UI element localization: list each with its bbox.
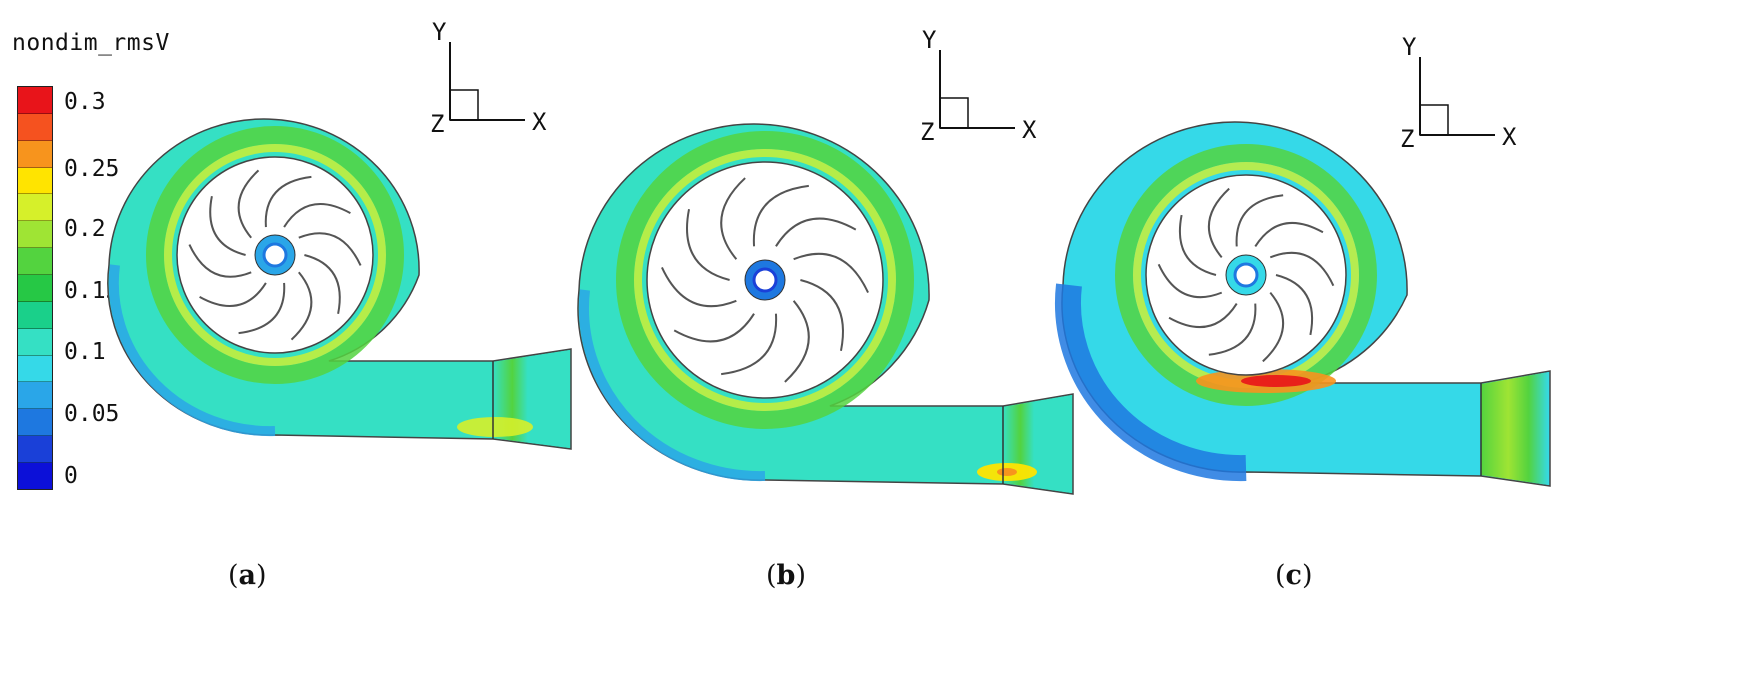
impeller-blade <box>1235 194 1284 247</box>
axis-triad: Y X Z <box>1400 33 1517 153</box>
impeller-blade <box>1254 221 1324 248</box>
impeller-blade <box>199 282 267 307</box>
impeller-blade <box>209 196 246 256</box>
hotspot-core <box>1241 375 1311 387</box>
legend-swatch <box>18 328 52 356</box>
legend-swatch <box>18 355 52 383</box>
volute-wall-band <box>1054 283 1247 482</box>
impeller-blade <box>283 203 351 228</box>
hotspot-core <box>997 468 1017 476</box>
axis-y-label: Y <box>432 18 447 46</box>
legend-tick-0: 0 <box>64 463 78 489</box>
impeller-blade <box>1178 214 1217 276</box>
axis-z-box <box>939 97 969 129</box>
legend-swatch <box>18 87 52 114</box>
legend-swatch <box>18 248 52 276</box>
legend-tick-0-15: 0.15 <box>64 278 120 304</box>
impeller-ring-band <box>616 131 914 429</box>
impeller-blade <box>800 279 844 351</box>
axis-triad: Y X Z <box>920 26 1037 146</box>
impeller-blade <box>661 266 737 308</box>
legend-swatch <box>18 221 52 249</box>
volute-wall-band <box>578 289 766 482</box>
impeller-blade <box>188 244 252 278</box>
legend-tick-0-1: 0.1 <box>64 339 106 365</box>
impeller-blade <box>721 313 778 376</box>
impeller-blade <box>298 232 362 266</box>
impeller-blade <box>1157 263 1223 299</box>
hotspot <box>457 417 533 437</box>
impeller-blade <box>1208 187 1230 259</box>
impeller-blade <box>237 169 260 239</box>
legend-swatch <box>18 140 52 168</box>
axis-x-label: X <box>532 108 547 136</box>
hub-bore <box>262 242 288 268</box>
impeller-blade <box>1208 303 1257 356</box>
impeller-blade <box>1168 302 1238 329</box>
axis-y-label: Y <box>1402 33 1417 61</box>
legend-swatch <box>18 194 52 222</box>
impeller-ring-inner <box>164 144 386 366</box>
impeller-ring-inner <box>634 149 896 411</box>
impeller-blade <box>1269 251 1335 287</box>
impeller-blade <box>290 271 313 341</box>
volute-wall-band <box>108 264 276 437</box>
impeller-ring-band <box>1115 144 1377 406</box>
axis-x-label: X <box>1022 116 1037 144</box>
legend-swatch <box>18 167 52 195</box>
impeller-blade <box>673 313 755 343</box>
impeller-blade <box>1262 291 1284 363</box>
axis-z-box <box>449 89 479 121</box>
axis-z-label: Z <box>430 110 444 138</box>
legend-tick-0-3: 0.3 <box>64 89 106 115</box>
axis-z-label: Z <box>920 118 934 146</box>
impeller-blade <box>264 175 312 228</box>
diffuser-field <box>1481 372 1549 485</box>
hub-bore <box>752 267 778 293</box>
axis-y-label: Y <box>922 26 937 54</box>
impeller-blade <box>304 254 341 314</box>
impeller-blade <box>720 177 746 260</box>
pump-panel-a: Y X Z <box>107 18 572 450</box>
legend-swatch <box>18 275 52 302</box>
caption-b: (b) <box>766 560 806 591</box>
caption-a: (a) <box>228 560 267 591</box>
legend-swatch <box>18 301 52 329</box>
axis-x-label: X <box>1502 123 1517 151</box>
legend-swatch <box>18 409 52 437</box>
pump-panel-b: Y X Z <box>577 26 1074 495</box>
impeller-blade <box>793 252 869 294</box>
legend-swatch <box>18 463 52 489</box>
legend-swatch <box>18 436 52 464</box>
impeller-ring-band <box>146 126 404 384</box>
axis-z-label: Z <box>1400 125 1414 153</box>
impeller-blade <box>1275 274 1314 336</box>
pump-panel-c: Y X Z <box>1054 33 1551 487</box>
legend-tick-0-25: 0.25 <box>64 156 120 182</box>
impeller-blade <box>686 209 730 281</box>
legend-tick-0-2: 0.2 <box>64 216 106 242</box>
impeller-blade <box>238 282 286 335</box>
impeller-blade <box>784 300 810 383</box>
impeller-blade <box>752 184 809 247</box>
legend-title: nondim_rmsV <box>12 30 170 56</box>
axis-z-box <box>1419 104 1449 136</box>
legend-colorbar <box>17 86 53 490</box>
legend-swatch <box>18 382 52 410</box>
hub-bore <box>1233 262 1259 288</box>
caption-c: (c) <box>1275 560 1313 591</box>
impeller-blade <box>775 217 857 247</box>
legend-tick-0-05: 0.05 <box>64 401 120 427</box>
legend-swatch <box>18 113 52 141</box>
axis-triad: Y X Z <box>430 18 547 138</box>
